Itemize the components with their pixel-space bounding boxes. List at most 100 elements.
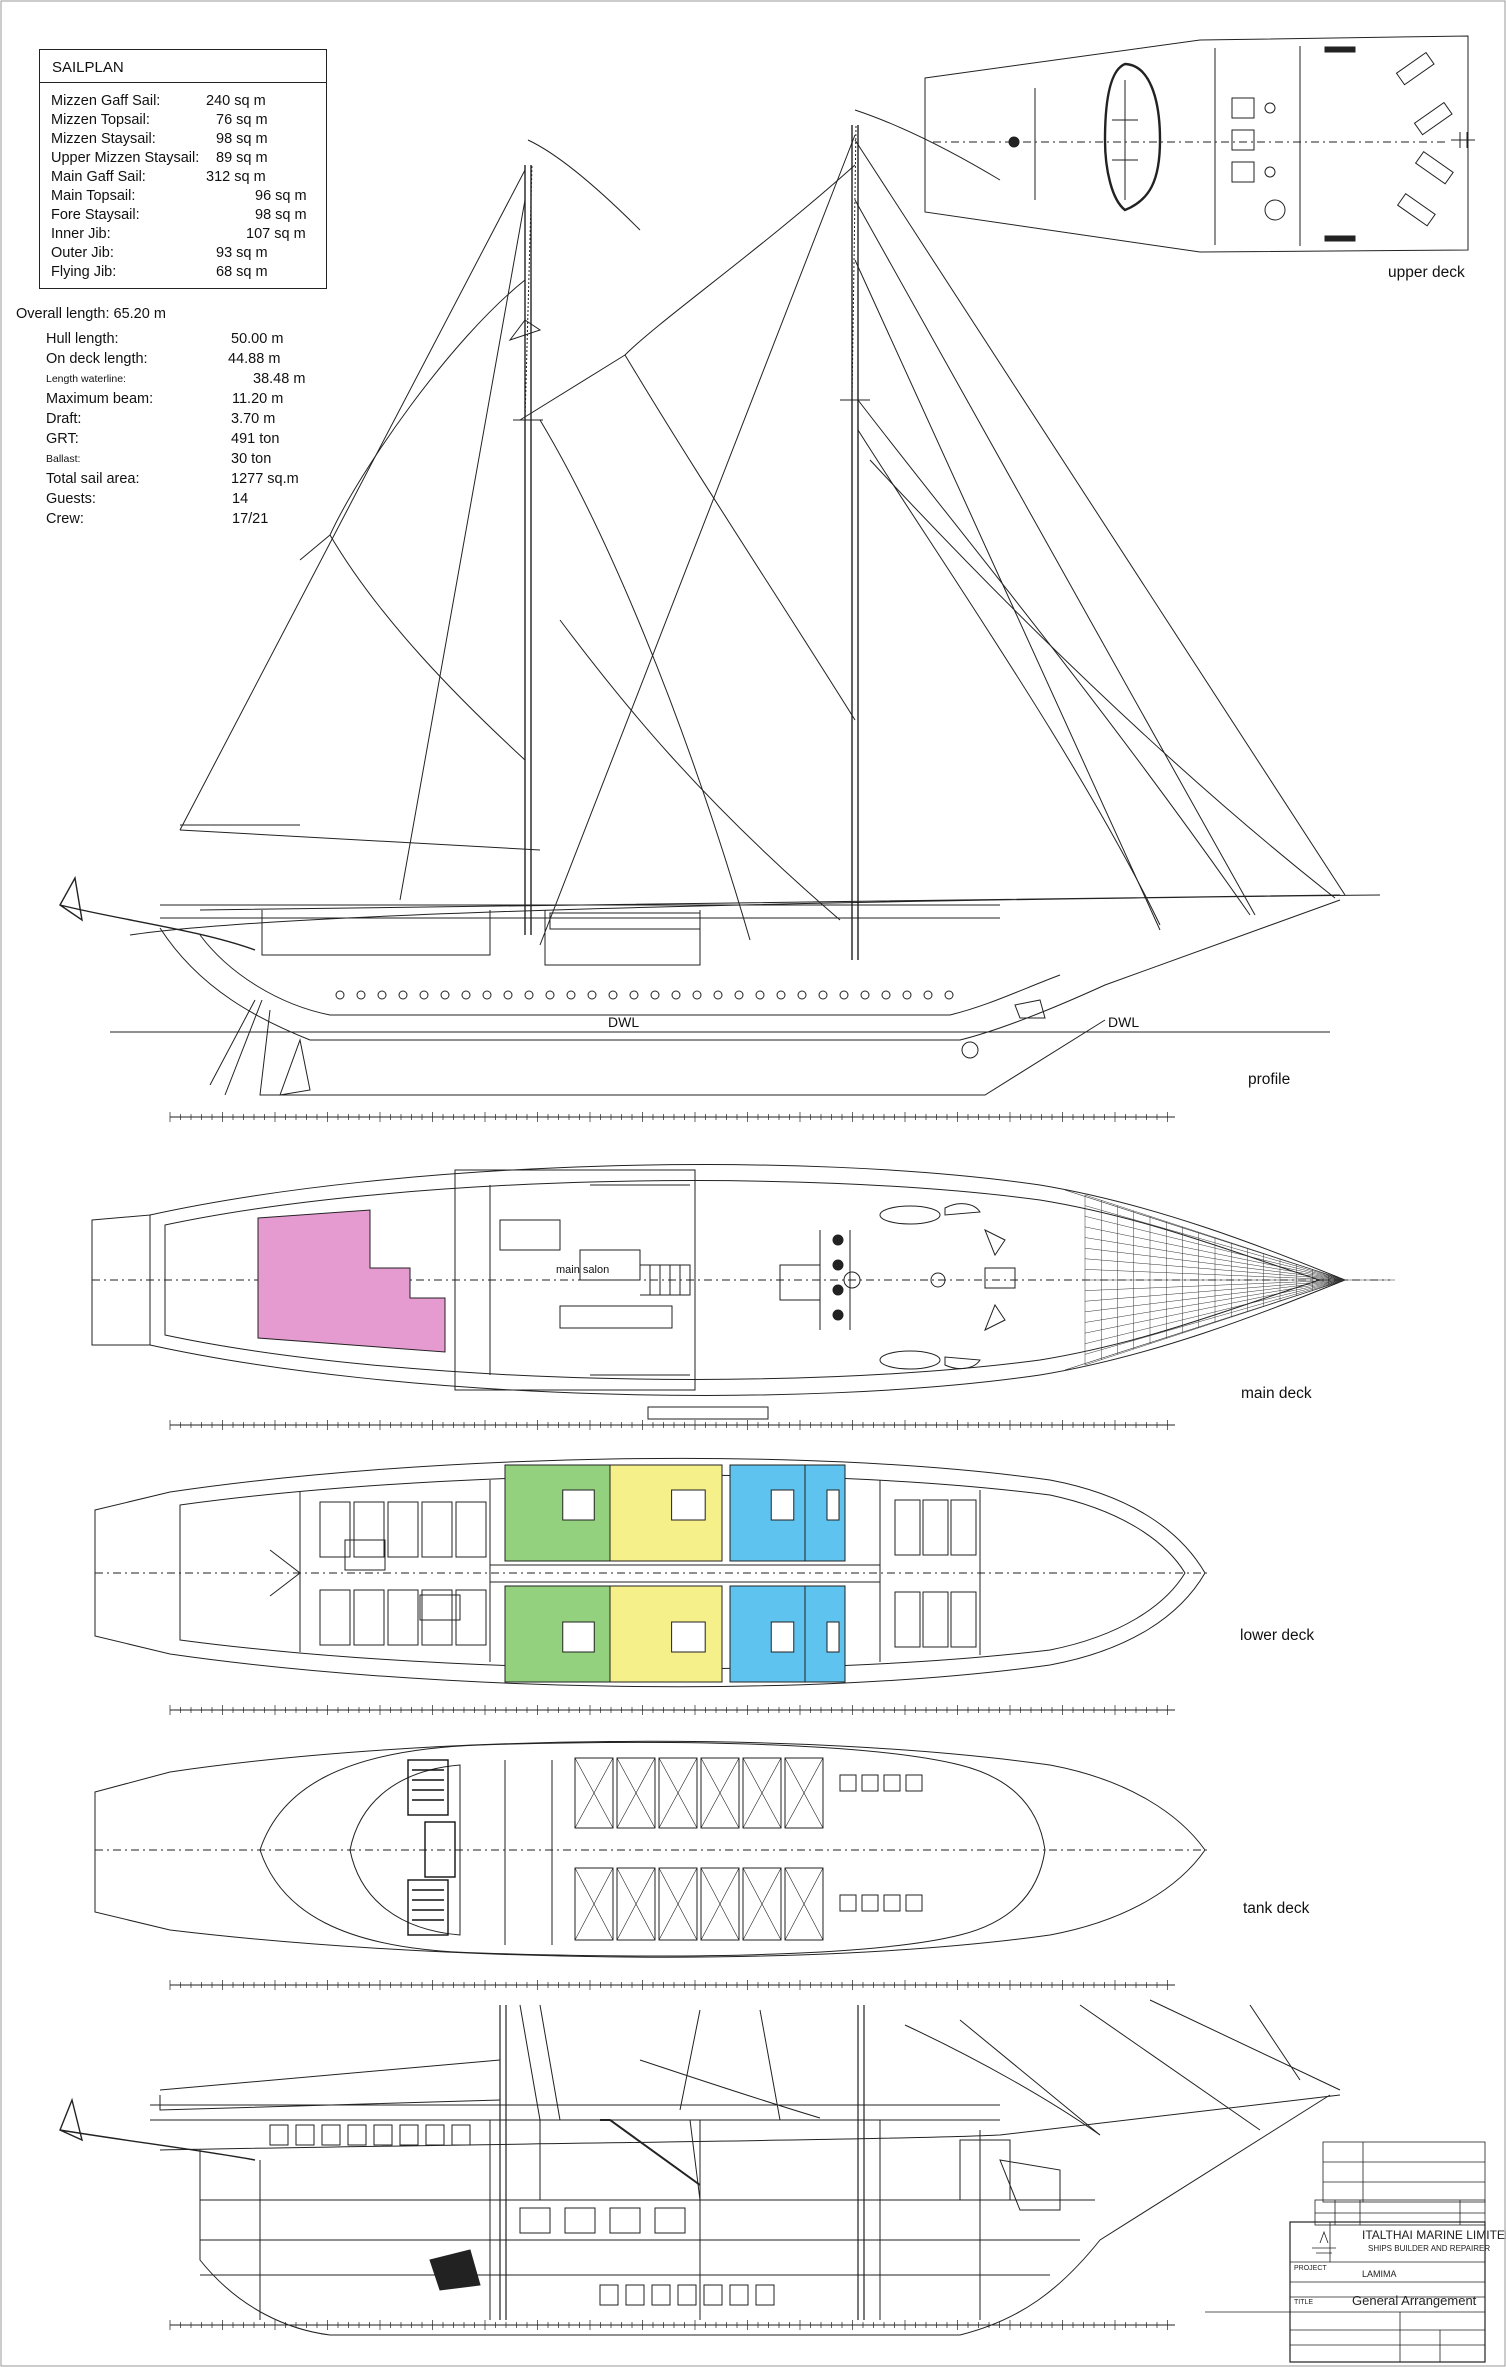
tank <box>658 1867 698 1941</box>
berth <box>562 1489 595 1521</box>
dwl-label: DWL <box>608 1014 640 1030</box>
project-name: LAMIMA <box>1362 2269 1397 2279</box>
lower-deck-label: lower deck <box>1240 1627 1315 1644</box>
company-name: ITALTHAI MARINE LIMITED <box>1362 2228 1506 2242</box>
tank-cross <box>616 1867 656 1941</box>
net-line <box>1084 1279 1346 1291</box>
tank-cross <box>784 1867 824 1941</box>
tank <box>574 1757 614 1829</box>
porthole <box>461 990 471 1000</box>
crew-cabin <box>455 1589 487 1646</box>
porthole <box>524 990 534 1000</box>
upper-deck-label: upper deck <box>1388 264 1465 281</box>
sailplan-label: Upper Mizzen Staysail: <box>51 150 200 166</box>
tank <box>784 1757 824 1829</box>
guest-cabins <box>319 1464 977 1683</box>
porthole <box>755 990 765 1000</box>
berth <box>826 1621 840 1653</box>
sailplan-value: 68 sq m <box>216 264 268 280</box>
porthole <box>818 990 828 1000</box>
sailplan-label: Mizzen Topsail: <box>51 112 150 128</box>
crew-cabin <box>950 1499 977 1556</box>
sailplan-value: 240 sq m <box>206 93 266 109</box>
tank <box>700 1867 740 1941</box>
tank-hatch <box>599 2284 619 2306</box>
sailplan-value: 312 sq m <box>206 169 266 185</box>
equipment <box>905 1774 923 1792</box>
spec-label: Total sail area: <box>46 471 140 487</box>
crew-cabin <box>387 1589 419 1646</box>
porthole <box>944 990 954 1000</box>
sailplan-label: Main Topsail: <box>51 188 136 204</box>
spec-label: Guests: <box>46 491 96 507</box>
spec-label: Maximum beam: <box>46 391 154 407</box>
porthole <box>587 990 597 1000</box>
tank <box>616 1757 656 1829</box>
sail-plan-profile <box>59 109 1381 1096</box>
crew-cabin <box>922 1591 949 1648</box>
porthole <box>545 990 555 1000</box>
crew-cabin <box>421 1501 453 1558</box>
porthole <box>692 990 702 1000</box>
tank <box>742 1867 782 1941</box>
net-line <box>1084 1279 1346 1355</box>
tank <box>700 1757 740 1829</box>
spec-label: Ballast: <box>46 453 81 465</box>
tank-cross <box>616 1757 656 1829</box>
spec-value: 30 ton <box>231 451 272 467</box>
crew-cabin <box>319 1501 351 1558</box>
tank-hatch <box>677 2284 697 2306</box>
berth <box>671 1621 706 1653</box>
section-box <box>564 2207 596 2234</box>
tank-cross <box>742 1757 782 1829</box>
crew-cabin <box>922 1499 949 1556</box>
porthole <box>839 990 849 1000</box>
spec-label: On deck length: <box>46 351 148 367</box>
tank-hatch <box>703 2284 723 2306</box>
porthole <box>923 990 933 1000</box>
spec-label: GRT: <box>46 431 79 447</box>
tank-hatch <box>625 2284 645 2306</box>
berth <box>770 1621 795 1653</box>
crew-cabin <box>455 1501 487 1558</box>
porthole <box>566 990 576 1000</box>
spec-value: 50.00 m <box>231 331 284 347</box>
tank-cross <box>700 1757 740 1829</box>
tank-cross <box>574 1757 614 1829</box>
equipment <box>883 1894 901 1912</box>
sailplan-label: Outer Jib: <box>51 245 114 261</box>
equipment <box>861 1774 879 1792</box>
berth <box>826 1489 840 1521</box>
equipment <box>883 1774 901 1792</box>
net-line <box>1084 1279 1346 1313</box>
porthole <box>335 990 345 1000</box>
porthole <box>902 990 912 1000</box>
main-salon-label: main salon <box>556 1264 610 1276</box>
tank-deck-plan <box>94 1740 1210 1958</box>
porthole <box>356 990 366 1000</box>
sailplan-value: 93 sq m <box>216 245 268 261</box>
tank-cross <box>742 1867 782 1941</box>
crew-cabin <box>950 1591 977 1648</box>
spec-value: 44.88 m <box>228 351 281 367</box>
spec-value: 14 <box>232 491 249 507</box>
section-box <box>519 2207 551 2234</box>
porthole <box>713 990 723 1000</box>
project-label: PROJECT <box>1294 2265 1327 2272</box>
section-box <box>654 2207 686 2234</box>
equipment <box>839 1894 857 1912</box>
spec-label: Crew: <box>46 511 84 527</box>
window <box>321 2124 341 2146</box>
net-line <box>1084 1279 1346 1334</box>
drawing-title: General Arrangement <box>1352 2293 1477 2308</box>
porthole <box>881 990 891 1000</box>
window <box>373 2124 393 2146</box>
porthole <box>503 990 513 1000</box>
window <box>269 2124 289 2146</box>
crew-cabin <box>421 1589 453 1646</box>
scale-bars <box>169 1112 1175 2330</box>
porthole <box>671 990 681 1000</box>
company-subtitle: SHIPS BUILDER AND REPAIRER <box>1368 2244 1491 2253</box>
net-line <box>1084 1279 1346 1323</box>
title-label: TITLE <box>1294 2299 1314 2306</box>
